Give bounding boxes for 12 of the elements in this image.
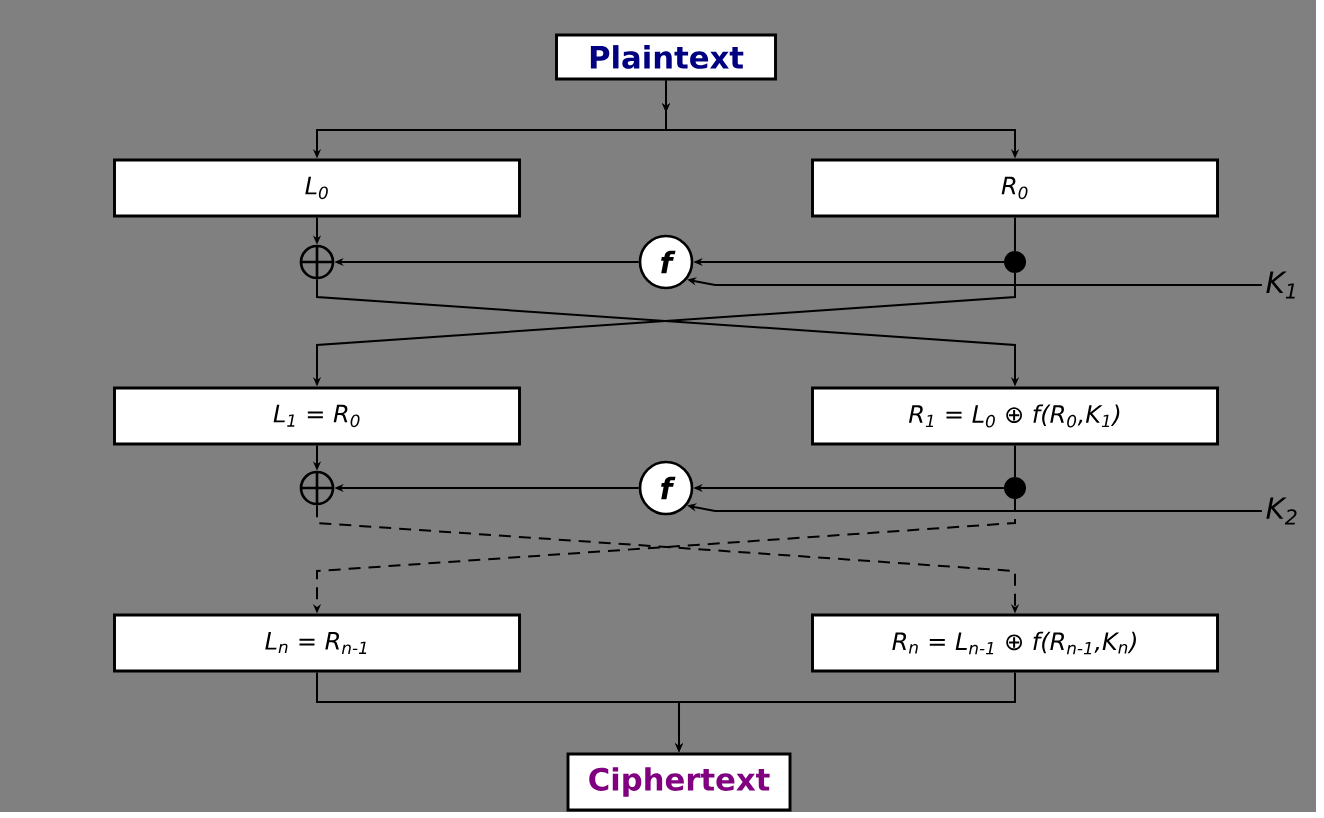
register-box: L$_{0}$ — [113, 158, 521, 218]
key-label: K$_{1}$ — [1266, 271, 1295, 299]
register-box: R$_{0}$ — [811, 158, 1219, 218]
register-box: L$_{1}$ = R$_{0}$ — [113, 386, 521, 446]
xor-symbol — [299, 470, 335, 506]
register-box: R$_{n}$ = L$_{n-1}$ ⊕ f(R$_{n-1}$,K$_{n}$) — [811, 613, 1219, 673]
text-box: Ciphertext — [566, 752, 792, 812]
key-label: K$_{2}$ — [1266, 497, 1297, 525]
text-box: Plaintext — [555, 33, 777, 81]
xor-symbol — [299, 244, 335, 280]
register-box: L$_{n}$ = R$_{n-1}$ — [113, 613, 521, 673]
register-box: R$_{1}$ = L$_{0}$ ⊕ f(R$_{0}$,K$_{1}$) — [811, 386, 1219, 446]
